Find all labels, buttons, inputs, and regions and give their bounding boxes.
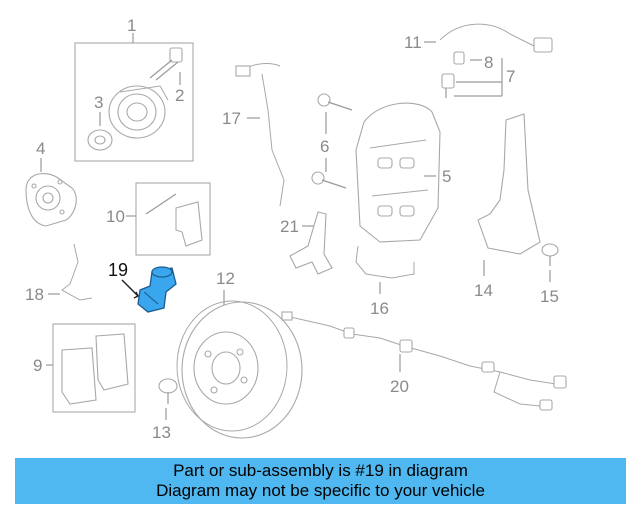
callout-11: 11 bbox=[404, 33, 422, 52]
banner-line-2: Diagram may not be specific to your vehi… bbox=[156, 481, 485, 500]
callout-16: 16 bbox=[370, 299, 389, 318]
info-banner: Part or sub-assembly is #19 in diagram D… bbox=[15, 458, 626, 504]
part-15-bolt[interactable]: 15 bbox=[540, 243, 559, 306]
part-9-brake-pads[interactable]: 9 bbox=[33, 323, 136, 413]
part-3-nut[interactable]: 3 bbox=[87, 93, 113, 151]
part-19-speed-sensor[interactable]: 19 bbox=[108, 260, 177, 313]
callout-19: 19 bbox=[108, 260, 128, 280]
callout-3: 3 bbox=[94, 93, 103, 112]
part-13-bolt[interactable]: 13 bbox=[152, 378, 178, 442]
callout-8: 8 bbox=[484, 53, 493, 72]
callout-14: 14 bbox=[474, 281, 493, 300]
part-1-hub-bearing-group[interactable]: 1 2 3 bbox=[74, 16, 194, 162]
part-10-guide-pin-kit[interactable]: 10 bbox=[106, 182, 211, 256]
part-21-carrier-bracket[interactable]: 21 bbox=[280, 211, 333, 275]
callout-4: 4 bbox=[36, 139, 45, 158]
callout-13: 13 bbox=[152, 423, 171, 442]
callout-1: 1 bbox=[127, 16, 136, 35]
callout-10: 10 bbox=[106, 207, 125, 226]
part-8-clip[interactable]: 8 bbox=[453, 51, 493, 72]
callout-17: 17 bbox=[222, 109, 241, 128]
part-17-brake-hose[interactable]: 17 bbox=[222, 63, 285, 207]
callout-5: 5 bbox=[442, 167, 451, 186]
part-2-bolt[interactable]: 2 bbox=[149, 47, 184, 105]
part-20-abs-harness[interactable]: 20 bbox=[281, 311, 567, 411]
banner-line-1: Part or sub-assembly is #19 in diagram bbox=[173, 461, 468, 480]
parts-diagram: 1 2 3 4 10 bbox=[25, 16, 567, 442]
part-14-splash-shield[interactable]: 14 bbox=[474, 113, 541, 300]
callout-9: 9 bbox=[33, 356, 42, 375]
part-4-wheel-hub[interactable]: 4 bbox=[25, 139, 77, 227]
callout-2: 2 bbox=[175, 86, 184, 105]
callout-6: 6 bbox=[320, 137, 329, 156]
part-18-bracket[interactable]: 18 bbox=[25, 243, 93, 304]
part-7-sensor-clip[interactable]: 7 bbox=[441, 58, 515, 98]
callout-7: 7 bbox=[506, 67, 515, 86]
callout-20: 20 bbox=[390, 377, 409, 396]
part-5-brake-caliper[interactable]: 5 bbox=[355, 102, 451, 243]
callout-18: 18 bbox=[25, 285, 44, 304]
callout-15: 15 bbox=[540, 287, 559, 306]
part-11-wear-sensor[interactable]: 11 bbox=[404, 23, 553, 53]
part-12-brake-rotor[interactable]: 12 bbox=[176, 269, 303, 439]
part-6-bolt[interactable]: 6 bbox=[311, 93, 353, 189]
callout-21: 21 bbox=[280, 217, 299, 236]
callout-12: 12 bbox=[216, 269, 235, 288]
part-16-brake-line[interactable]: 16 bbox=[355, 245, 415, 318]
